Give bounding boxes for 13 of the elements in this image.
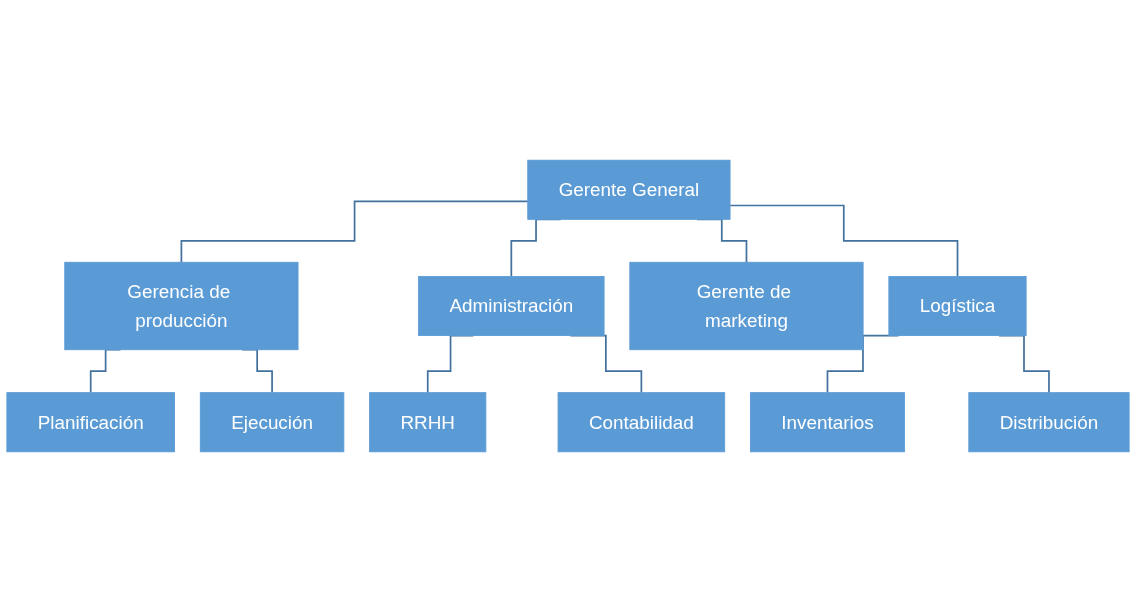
- connector: [729, 204, 959, 278]
- node-box: Gerente General: [527, 159, 731, 220]
- node-box: Planificación: [6, 392, 175, 453]
- node-box: Logística: [888, 276, 1027, 336]
- node-box: RRHH: [369, 392, 487, 453]
- node-box: Gerente de marketing: [629, 261, 864, 351]
- node-box: Contabilidad: [557, 392, 726, 453]
- node-box: Gerencia de producción: [64, 261, 299, 351]
- node-box: Distribución: [968, 392, 1130, 453]
- node-box: Ejecución: [199, 392, 345, 453]
- node-box: Inventarios: [750, 392, 905, 453]
- node-box: Administración: [418, 276, 605, 336]
- connector: [180, 200, 529, 264]
